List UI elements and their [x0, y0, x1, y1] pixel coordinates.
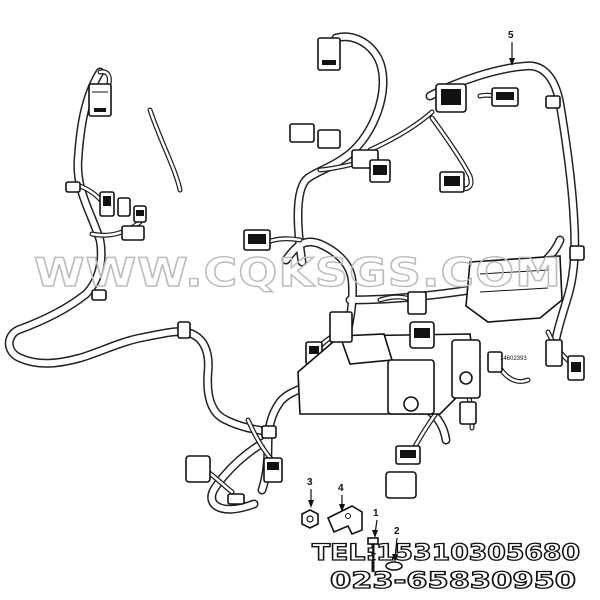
- connector-lower-center: [385, 445, 421, 499]
- watermark-text: WWW.CQKSGS.COM: [34, 251, 562, 296]
- hardware-nut: [301, 509, 319, 529]
- svg-text:3: 3: [307, 477, 313, 488]
- harness-trunk-core: [6, 69, 273, 435]
- connector-top-right-large: [435, 83, 519, 113]
- reference-code: 14602393: [500, 356, 527, 362]
- hardware-parts: [301, 505, 403, 572]
- connector-right-rail: [407, 291, 585, 381]
- branch-wire-core: [90, 220, 142, 237]
- callout-2: 2: [392, 526, 400, 562]
- hardware-bracket: [326, 505, 363, 536]
- connector-top-left: [88, 83, 112, 117]
- harness-trunk-core: [208, 437, 271, 513]
- right-mounting-bracket: [465, 255, 563, 323]
- connector-mid-right-small: [439, 171, 465, 193]
- svg-text:1: 1: [373, 508, 379, 519]
- harness-clips: [65, 95, 585, 505]
- phone-line-1: TEL:15310305680: [312, 541, 580, 566]
- callouts: 5 3 4 1 2: [307, 30, 515, 562]
- connector-left-cluster: [99, 191, 147, 241]
- connector-top-center: [317, 37, 341, 71]
- callout-4: 4: [338, 483, 345, 512]
- callout-1: 1: [372, 508, 379, 538]
- hardware-washer: [385, 561, 403, 571]
- phone-line-2: 023-65830950: [330, 569, 576, 594]
- callout-5: 5: [508, 30, 515, 66]
- connector-upper-mid-dark: [351, 149, 391, 183]
- harness-trunk-core: [295, 33, 386, 265]
- connector-center: [243, 229, 271, 251]
- callout-3: 3: [307, 477, 314, 508]
- hardware-bolt: [367, 537, 379, 572]
- central-module: [297, 311, 481, 415]
- connector-upper-mid-pair: [289, 123, 341, 149]
- svg-text:2: 2: [394, 526, 400, 537]
- svg-text:5: 5: [508, 30, 514, 41]
- connector-right-lower: [459, 351, 503, 425]
- branch-wire-core: [148, 108, 182, 192]
- svg-text:4: 4: [338, 483, 344, 494]
- branch-wire-core: [368, 110, 434, 152]
- harness-trunk-core: [427, 62, 578, 353]
